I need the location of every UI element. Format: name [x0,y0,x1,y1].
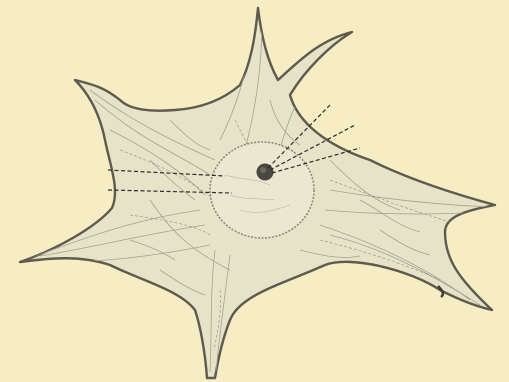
nucleus [210,142,314,238]
